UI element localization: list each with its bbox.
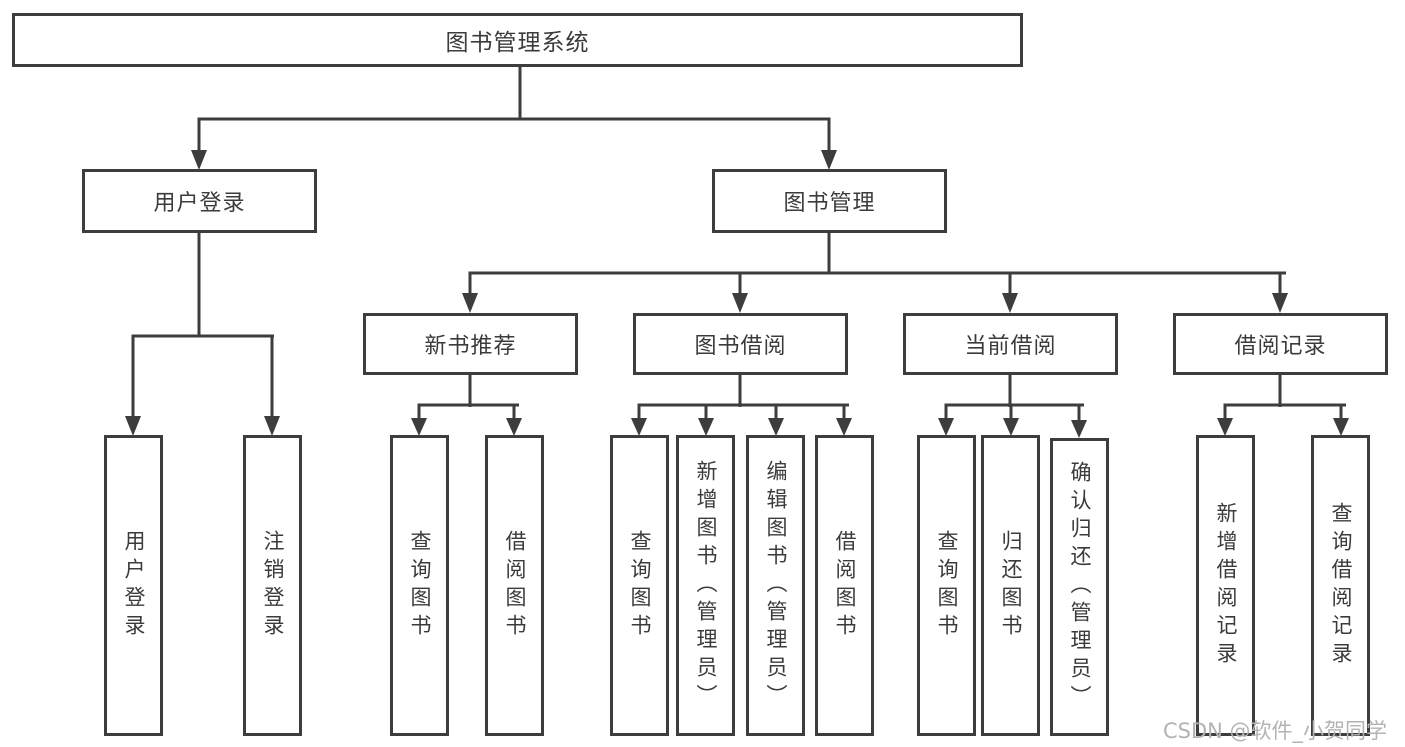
leaf-borrow-add-book-admin-label: 新增图书（管理员） bbox=[694, 459, 718, 712]
leaf-newbook-borrow-book: 借阅图书 bbox=[485, 435, 544, 736]
leaf-borrow-edit-book-admin-label: 编辑图书（管理员） bbox=[764, 459, 788, 712]
node-user-login-label: 用户登录 bbox=[153, 191, 246, 216]
leaf-logout: 注销登录 bbox=[243, 435, 302, 736]
node-current-borrow: 当前借阅 bbox=[903, 313, 1118, 375]
node-borrow-record: 借阅记录 bbox=[1173, 313, 1388, 375]
node-new-book-recommend-label: 新书推荐 bbox=[424, 334, 517, 359]
node-user-login: 用户登录 bbox=[82, 169, 317, 233]
connector-book-borrow-branch bbox=[631, 374, 852, 436]
csdn-watermark: CSDN @软件_小贺同学 bbox=[1163, 719, 1388, 743]
connector-book-mgmt-branch bbox=[462, 233, 1288, 313]
node-root-label: 图书管理系统 bbox=[445, 30, 590, 56]
node-book-borrow: 图书借阅 bbox=[633, 313, 848, 375]
node-borrow-record-label: 借阅记录 bbox=[1234, 334, 1327, 359]
leaf-newbook-query-book: 查询图书 bbox=[390, 435, 449, 736]
connector-user-login-branch bbox=[125, 233, 280, 436]
leaf-record-add-record-label: 新增借阅记录 bbox=[1214, 501, 1238, 670]
connector-root-to-level2 bbox=[191, 67, 837, 170]
leaf-borrow-borrow-book: 借阅图书 bbox=[815, 435, 874, 736]
node-new-book-recommend: 新书推荐 bbox=[363, 313, 578, 375]
leaf-record-add-record: 新增借阅记录 bbox=[1196, 435, 1255, 736]
leaf-newbook-borrow-book-label: 借阅图书 bbox=[503, 529, 527, 642]
connector-new-book-branch bbox=[411, 374, 522, 436]
leaf-user-login: 用户登录 bbox=[104, 435, 163, 736]
leaf-user-login-label: 用户登录 bbox=[122, 529, 146, 642]
leaf-current-confirm-return-admin: 确认归还（管理员） bbox=[1050, 438, 1109, 736]
node-book-mgmt-label: 图书管理 bbox=[783, 191, 876, 216]
connector-borrow-record-branch bbox=[1217, 374, 1349, 436]
leaf-borrow-query-book: 查询图书 bbox=[610, 435, 669, 736]
node-current-borrow-label: 当前借阅 bbox=[964, 334, 1057, 359]
leaf-current-confirm-return-admin-label: 确认归还（管理员） bbox=[1068, 461, 1092, 713]
leaf-borrow-borrow-book-label: 借阅图书 bbox=[833, 529, 857, 642]
connector-current-borrow-branch bbox=[938, 374, 1087, 438]
leaf-current-query-book: 查询图书 bbox=[917, 435, 976, 736]
leaf-logout-label: 注销登录 bbox=[261, 529, 285, 642]
leaf-borrow-add-book-admin: 新增图书（管理员） bbox=[676, 435, 735, 736]
node-book-borrow-label: 图书借阅 bbox=[694, 334, 787, 359]
node-book-mgmt: 图书管理 bbox=[712, 169, 947, 233]
leaf-borrow-edit-book-admin: 编辑图书（管理员） bbox=[746, 435, 805, 736]
leaf-current-return-book: 归还图书 bbox=[981, 435, 1040, 736]
leaf-current-query-book-label: 查询图书 bbox=[935, 529, 959, 642]
leaf-record-query-record-label: 查询借阅记录 bbox=[1329, 501, 1353, 670]
node-root-system: 图书管理系统 bbox=[12, 13, 1023, 67]
leaf-newbook-query-book-label: 查询图书 bbox=[408, 529, 432, 642]
leaf-record-query-record: 查询借阅记录 bbox=[1311, 435, 1370, 736]
leaf-borrow-query-book-label: 查询图书 bbox=[628, 529, 652, 642]
leaf-current-return-book-label: 归还图书 bbox=[999, 529, 1023, 642]
